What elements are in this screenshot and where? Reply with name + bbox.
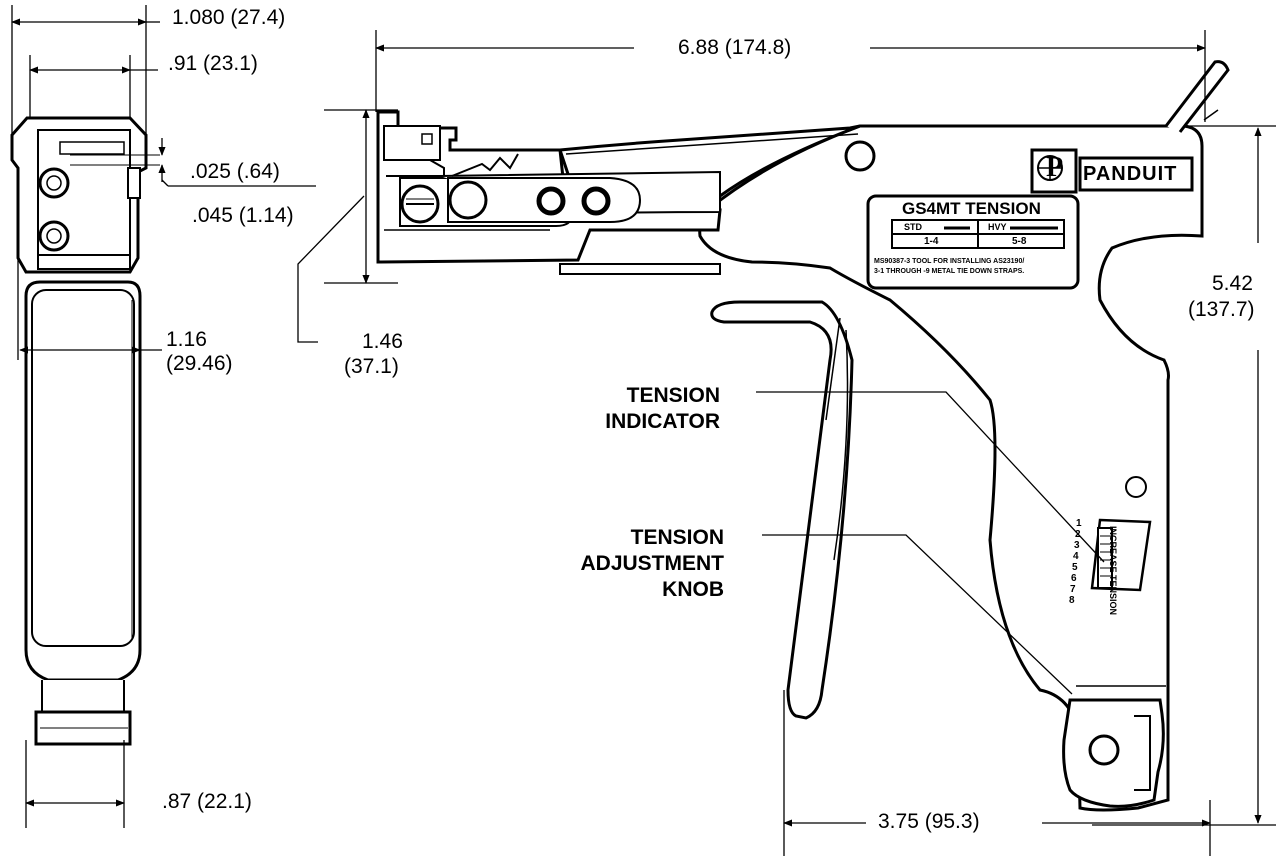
callout-knob-line2: ADJUSTMENT	[580, 552, 724, 575]
dim-overall-height: 5.42	[1212, 272, 1253, 295]
dim-overall-length: 6.88 (174.8)	[678, 36, 792, 59]
dim-grip-width: 1.16	[166, 328, 207, 351]
scale-number: 6	[1071, 573, 1077, 584]
scale-number: 8	[1069, 595, 1075, 606]
plate-hvy-label: HVY	[988, 222, 1007, 232]
dim-gap-small: .025 (.64)	[190, 160, 280, 183]
edge-view-dimensions	[11, 5, 316, 828]
dim-nose-height-mm: (37.1)	[344, 355, 399, 378]
scale-number: 7	[1070, 584, 1076, 595]
dim-handle-width: 3.75 (95.3)	[878, 810, 980, 833]
callout-tension-indicator-line1: TENSION	[626, 384, 720, 407]
scale-number: 4	[1073, 551, 1079, 562]
nose-assembly	[376, 110, 722, 275]
trigger-lever	[710, 300, 854, 720]
dim-inner-width: .91 (23.1)	[168, 52, 258, 75]
dim-grip-width-mm: (29.46)	[166, 352, 233, 375]
callout-tension-indicator-line2: INDICATOR	[605, 410, 720, 433]
callout-knob-line1: TENSION	[630, 526, 724, 549]
dial-increase-text: INCREASE TENSION	[1108, 526, 1118, 616]
scale-number: 5	[1072, 562, 1078, 573]
dim-overall-height-mm: (137.7)	[1188, 298, 1255, 321]
scale-number: 2	[1075, 529, 1081, 540]
plate-std-label: STD	[904, 222, 922, 232]
brand-p-icon: P	[1046, 152, 1064, 183]
dim-nose-height: 1.46	[362, 330, 403, 353]
plate-note-2: 3-1 THROUGH -9 METAL TIE DOWN STRAPS.	[874, 268, 1025, 275]
main-view-dimensions	[297, 30, 1276, 856]
plate-note-1: MS90387-3 TOOL FOR INSTALLING AS23190/	[874, 258, 1025, 265]
brand-logo-text: PANDUIT	[1083, 163, 1178, 185]
body-details	[844, 60, 1230, 808]
plate-std-range: 1-4	[924, 236, 939, 247]
edge-view	[10, 116, 160, 746]
callout-knob-line3: KNOB	[662, 578, 724, 601]
dim-top-width: 1.080 (27.4)	[172, 6, 286, 29]
dim-base-width: .87 (22.1)	[162, 790, 252, 813]
scale-number: 3	[1074, 540, 1080, 551]
scale-number: 1	[1076, 518, 1082, 529]
plate-hvy-range: 5-8	[1012, 236, 1027, 247]
plate-title: GS4MT TENSION	[902, 199, 1041, 218]
dim-gap-large: .045 (1.14)	[192, 204, 294, 227]
